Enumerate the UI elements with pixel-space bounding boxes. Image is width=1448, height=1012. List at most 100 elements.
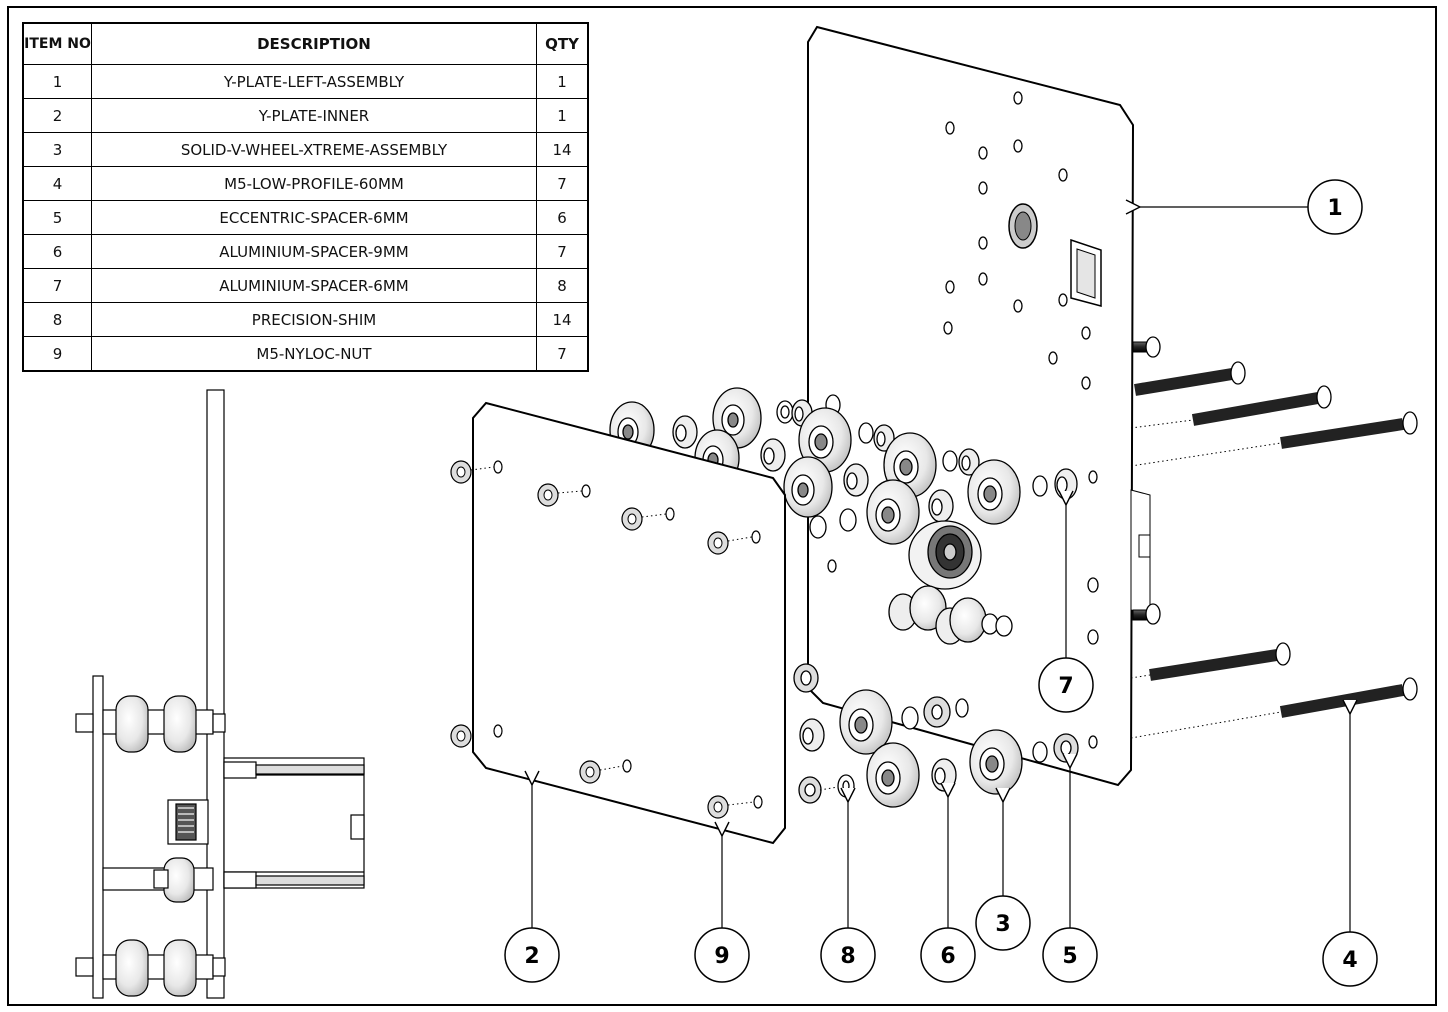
nylon-nut <box>793 663 819 693</box>
shim <box>837 774 855 798</box>
balloon-label: 1 <box>1327 196 1342 221</box>
bolt <box>1132 336 1161 358</box>
v-wheel <box>866 479 920 545</box>
balloon-label: 9 <box>714 944 729 969</box>
balloon-1: 1 <box>1307 179 1363 235</box>
item-no: 4 <box>22 166 92 201</box>
v-wheel <box>783 456 833 518</box>
item-description: SOLID-V-WHEEL-XTREME-ASSEMBLY <box>91 132 537 167</box>
v-wheel <box>866 742 920 808</box>
shim <box>942 450 958 472</box>
bolt <box>1280 411 1418 449</box>
header-item-no: ITEM NO <box>22 22 92 65</box>
item-no: 2 <box>22 98 92 133</box>
v-wheel <box>969 729 1023 795</box>
item-qty: 14 <box>536 302 589 337</box>
side-view-inner-plate <box>92 675 104 999</box>
header-description: DESCRIPTION <box>91 22 537 65</box>
item-description: PRECISION-SHIM <box>91 302 537 337</box>
balloon-9: 9 <box>694 927 750 983</box>
balloon-label: 7 <box>1058 674 1073 699</box>
item-balloons: 1 2 9 8 6 3 5 4 7 <box>504 179 1378 987</box>
spacer <box>799 718 825 752</box>
item-description: ALUMINIUM-SPACER-9MM <box>91 234 537 269</box>
item-description: M5-NYLOC-NUT <box>91 336 537 372</box>
balloon-5: 5 <box>1042 927 1098 983</box>
spacer <box>931 758 957 792</box>
header-qty: QTY <box>536 22 589 65</box>
balloon-2: 2 <box>504 927 560 983</box>
side-view-outer-plate <box>206 389 225 999</box>
spacer <box>873 424 895 452</box>
bolt <box>1132 603 1161 625</box>
spacer <box>843 463 869 497</box>
shim <box>858 422 874 444</box>
shim <box>839 508 857 532</box>
item-no: 9 <box>22 336 92 372</box>
bom-header-row: ITEM NO DESCRIPTION QTY <box>22 22 589 65</box>
shim <box>776 400 794 424</box>
nylon-nut <box>923 696 951 728</box>
balloon-label: 6 <box>940 944 955 969</box>
spacer <box>928 489 954 523</box>
spacer <box>760 438 786 472</box>
balloon-7: 7 <box>1038 657 1094 713</box>
nylon-nut <box>798 776 822 804</box>
balloon-label: 2 <box>524 944 539 969</box>
shim <box>1032 475 1048 497</box>
side-view <box>75 389 365 999</box>
item-no: 6 <box>22 234 92 269</box>
m5-low-profile-bolts <box>1130 336 1418 739</box>
item-no: 8 <box>22 302 92 337</box>
bolt <box>1149 642 1291 681</box>
item-no: 7 <box>22 268 92 303</box>
side-view-motor <box>223 757 365 889</box>
shim <box>1032 741 1048 763</box>
side-view-wheel <box>75 939 226 997</box>
balloon-4: 4 <box>1322 931 1378 987</box>
gt2-pulley <box>908 520 982 590</box>
shim <box>901 706 919 730</box>
item-qty: 7 <box>536 234 589 269</box>
balloon-3: 3 <box>975 895 1031 951</box>
bolt <box>1134 361 1246 396</box>
balloon-8: 8 <box>820 927 876 983</box>
spacer <box>958 448 980 476</box>
item-qty: 7 <box>536 336 589 372</box>
item-qty: 14 <box>536 132 589 167</box>
v-wheel <box>839 689 893 755</box>
leader-lines <box>532 207 1350 932</box>
balloon-label: 3 <box>995 912 1010 937</box>
drawing-border <box>7 6 1437 1006</box>
side-view-wheel <box>75 695 226 753</box>
bolt <box>1279 677 1418 718</box>
item-description: Y-PLATE-INNER <box>91 98 537 133</box>
item-qty: 8 <box>536 268 589 303</box>
bolt <box>1191 385 1332 426</box>
item-qty: 7 <box>536 166 589 201</box>
item-description: M5-LOW-PROFILE-60MM <box>91 166 537 201</box>
balloon-label: 5 <box>1062 944 1077 969</box>
v-wheel <box>967 459 1021 525</box>
side-view-pulley <box>167 799 209 845</box>
shim <box>955 698 969 718</box>
spacer <box>672 415 698 449</box>
y-plate-left-assembly <box>807 25 1151 787</box>
balloon-label: 4 <box>1342 948 1357 973</box>
eccentric-spacer <box>1053 733 1079 763</box>
v-wheel <box>798 407 852 473</box>
y-plate-inner <box>450 401 839 845</box>
balloon-6: 6 <box>920 927 976 983</box>
shim <box>809 515 827 539</box>
idler-wheel <box>888 585 1013 645</box>
spacer <box>1054 468 1078 500</box>
balloon-label: 8 <box>840 944 855 969</box>
